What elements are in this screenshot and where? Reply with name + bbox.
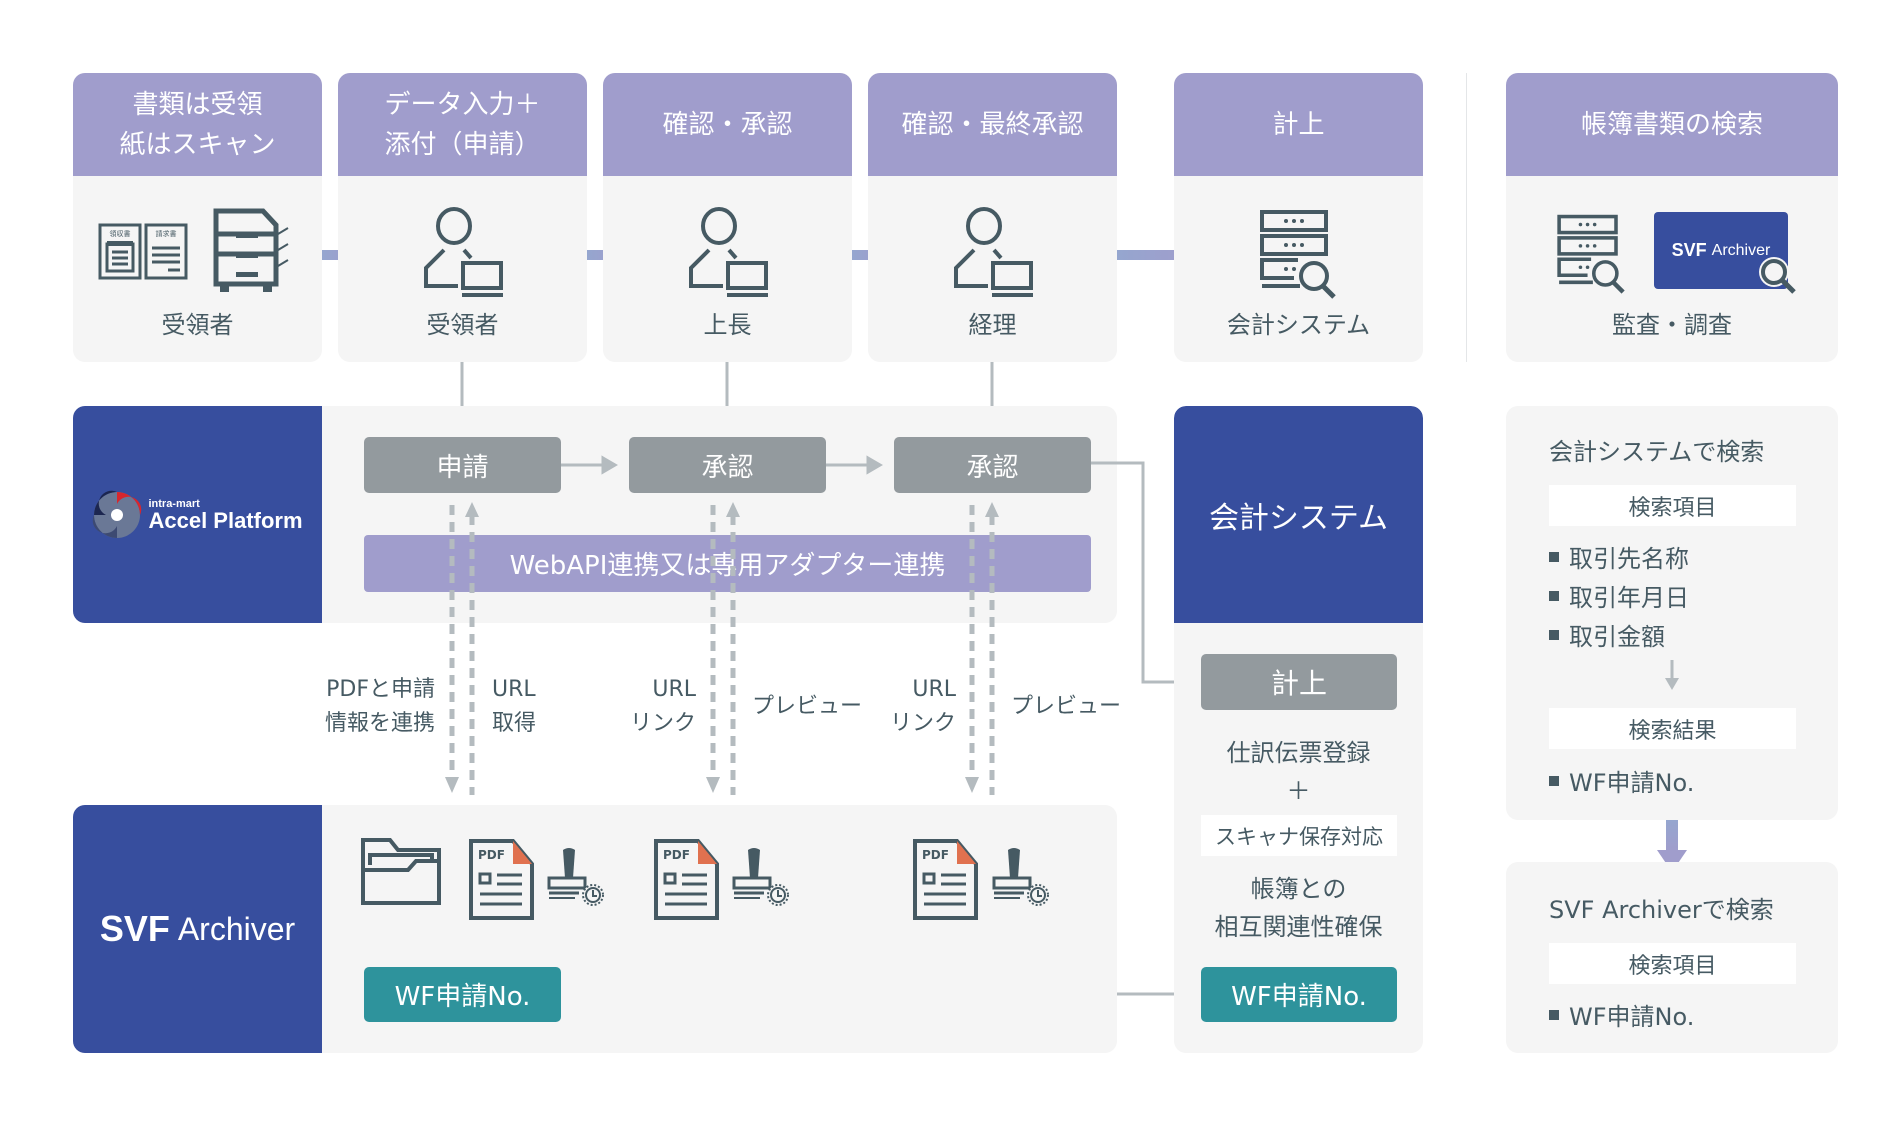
svg-text:PDF: PDF [922, 848, 949, 862]
search-icons: SVF Archiver [1506, 193, 1838, 313]
timestamp-stamp-icon [992, 848, 1049, 906]
search-card-header: 帳簿書類の検索 [1506, 73, 1838, 176]
connector-label: PDFと申請 情報を連携 [324, 677, 435, 736]
step-card-receive: 書類は受領 紙はスキャン 領収書 請求書 受領者 [73, 73, 322, 362]
svg-text:PDF: PDF [663, 848, 690, 862]
step-header: 計上 [1174, 73, 1423, 176]
accounting-search-title: 会計システムで検索 [1549, 438, 1765, 466]
logo-main-text: Accel Platform [148, 507, 303, 533]
svf-archiver-logo: SVF Archiver [73, 805, 322, 1053]
step-actor: 経理 [968, 311, 1017, 339]
step-header: 確認・最終承認 [868, 73, 1117, 176]
accel-platform-logo: intra-mart Accel Platform [73, 406, 322, 623]
documents-and-scanner-icon: 領収書 請求書 [73, 193, 322, 313]
search-card: 帳簿書類の検索 SVF Archiver [1506, 73, 1838, 362]
step-card-input: データ入力＋ 添付（申請） 受領者 [338, 73, 587, 362]
dashed-arrowhead-down [706, 777, 720, 793]
connector-label: プレビュー [752, 694, 863, 719]
accounting-search-panel: 会計システムで検索 検索項目 取引先名称 取引年月日 取引金額 検索結果 WF申… [1506, 406, 1838, 820]
search-items-header: 検索項目 [1549, 943, 1796, 984]
webapi-integration-bar: WebAPI連携又は専用アダプター連携 [364, 535, 1091, 592]
search-item: 取引先名称 [1549, 539, 1689, 574]
step-card-final-approve: 確認・最終承認 経理 [868, 73, 1117, 362]
dashed-arrowhead-down [965, 777, 979, 793]
timestamp-stamp-icon [547, 848, 604, 906]
step-actor: 受領者 [161, 311, 234, 339]
connector-label: URL 取得 [492, 677, 537, 736]
search-item: 取引年月日 [1549, 578, 1689, 613]
scanner-storage-box: スキャナ保存対応 [1201, 815, 1397, 856]
connector-label: URL リンク [629, 677, 696, 736]
arrow-down-icon [1665, 660, 1679, 690]
search-result-item: WF申請No. [1549, 763, 1694, 798]
accounting-wf-number-button[interactable]: WF申請No. [1201, 967, 1397, 1022]
step-card-posting: 計上 会計システム [1174, 73, 1423, 362]
archiver-panel: SVF Archiver [73, 805, 1117, 1053]
step-card-approve: 確認・承認 上長 [603, 73, 852, 362]
server-search-icon [1557, 214, 1625, 294]
search-card-footer: 監査・調査 [1612, 311, 1732, 339]
search-item: WF申請No. [1549, 997, 1694, 1032]
ledger-relation-text: 帳簿との 相互関連性確保 [1214, 875, 1383, 941]
person-with-laptop-icon [603, 193, 852, 313]
step-header: 確認・承認 [603, 73, 852, 176]
logo-bold-text: SVF [99, 908, 170, 949]
column-divider [1466, 73, 1467, 362]
svg-text:領収書: 領収書 [109, 229, 130, 238]
person-with-laptop-icon [338, 193, 587, 313]
magnifier-icon [1759, 257, 1796, 294]
post-button[interactable]: 計上 [1201, 654, 1397, 710]
pdf-document-icon: PDF [654, 839, 719, 920]
journal-entry-text: 仕訳伝票登録 [1226, 739, 1371, 767]
search-item: 取引金額 [1549, 617, 1665, 652]
person-with-laptop-icon [868, 193, 1117, 313]
step-button-approve[interactable]: 承認 [629, 437, 826, 493]
server-search-icon [1174, 193, 1423, 313]
timestamp-stamp-icon [732, 848, 789, 906]
step-header: 書類は受領 紙はスキャン [73, 73, 322, 176]
archiver-search-panel: SVF Archiverで検索 検索項目 WF申請No. [1506, 862, 1838, 1053]
folder-icon [361, 838, 441, 905]
wf-application-number-button[interactable]: WF申請No. [364, 967, 561, 1022]
document-receipt-icon: 領収書 請求書 [98, 208, 289, 292]
search-items-header: 検索項目 [1549, 485, 1796, 526]
plus-sign: ＋ [1286, 777, 1311, 805]
step-header: データ入力＋ 添付（申請） [338, 73, 587, 176]
pdf-document-icon: PDF [913, 839, 978, 920]
step-actor: 上長 [703, 311, 752, 339]
step-actor: 受領者 [426, 311, 499, 339]
archiver-search-title: SVF Archiverで検索 [1549, 896, 1774, 924]
accounting-system-title: 会計システム [1174, 406, 1423, 623]
svg-text:請求書: 請求書 [155, 229, 176, 238]
pdf-document-icon: PDF [469, 839, 534, 920]
logo-light-text: Archiver [177, 910, 296, 947]
big-arrow-down-icon [1657, 820, 1687, 872]
connector-label: プレビュー [1011, 694, 1122, 719]
logo-small-text: intra-mart [148, 497, 200, 510]
search-results-header: 検索結果 [1549, 708, 1796, 749]
step-actor: 会計システム [1226, 311, 1371, 339]
connector-label: URL リンク [889, 677, 956, 736]
step-button-final-approve[interactable]: 承認 [894, 437, 1091, 493]
step-button-apply[interactable]: 申請 [364, 437, 561, 493]
dashed-arrowhead-down [445, 777, 459, 793]
svg-text:PDF: PDF [478, 848, 505, 862]
intra-mart-swirl-icon [93, 490, 142, 538]
accounting-system-panel: 会計システム 仕訳伝票登録 ＋ 帳簿との 相互関連性確保 [1174, 406, 1423, 1053]
svf-archiver-search-icon: SVF Archiver [1654, 208, 1804, 298]
